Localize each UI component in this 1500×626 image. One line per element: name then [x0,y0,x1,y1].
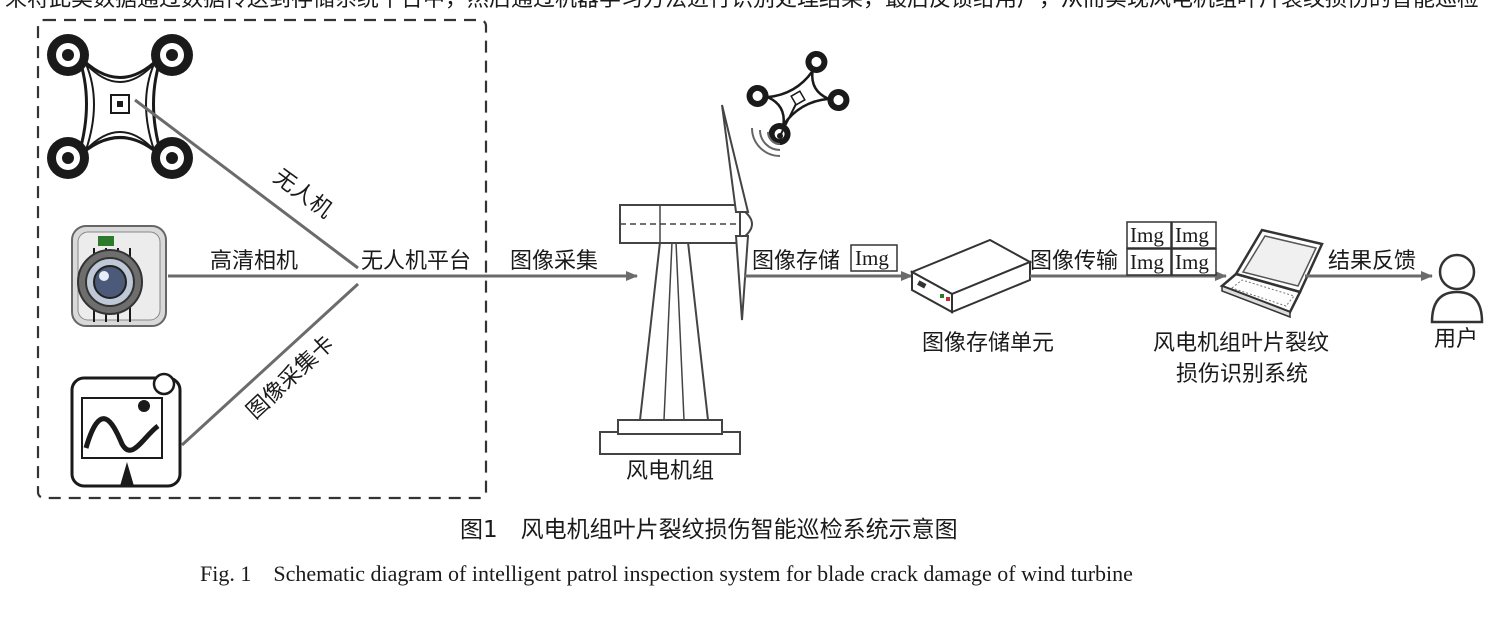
drone-label: 无人机 [268,165,336,224]
camera-label: 高清相机 [210,249,298,274]
capture-card-icon [70,372,182,488]
drone-camera-mount [779,103,797,137]
system-label-line1: 风电机组叶片裂纹 [1153,331,1329,356]
feedback-edge-label: 结果反馈 [1328,249,1416,274]
turbine-label: 风电机组 [626,459,714,484]
platform-label: 无人机平台 [361,249,471,274]
top-text-fragment: 来将此类数据通过数据传送到存储系统平台中，然后通过机器学习方法进行识别处理结果，… [5,0,1479,12]
user-icon [1430,253,1484,324]
drone-link [134,98,359,270]
flying-drone-icon [746,50,850,146]
img-tag: Img [1175,223,1209,247]
img-tag: Img [1130,223,1164,247]
img-tag: Img [855,246,889,270]
camera-icon [71,225,167,327]
storage-unit-icon [909,238,1033,314]
caption-en: Fig. 1 Schematic diagram of intelligent … [200,561,1133,586]
capture-card-link [180,282,360,447]
system-label-line2: 损伤识别系统 [1176,362,1308,387]
caption-zh: 图1 风电机组叶片裂纹损伤智能巡检系统示意图 [460,517,958,543]
user-label: 用户 [1434,327,1478,352]
img-tag-box [850,244,898,272]
capture-edge-label: 图像采集 [510,249,598,274]
storage-unit-label: 图像存储单元 [922,331,1054,356]
img-tag-grid: Img Img Img Img [1126,221,1217,276]
laptop-icon [1219,228,1324,319]
drone-icon [47,34,193,179]
wind-turbine-icon [599,104,753,455]
store-edge-label: 图像存储 [752,249,840,274]
img-tag: Img [1130,250,1164,274]
transfer-edge-label: 图像传输 [1030,249,1118,274]
signal-icon [751,127,783,157]
svg-text:来将此类数据通过数据传送到存储系统平台中，然后通过机器学习方: 来将此类数据通过数据传送到存储系统平台中，然后通过机器学习方法进行识别处理结果，… [5,0,1479,12]
img-tag: Img [1175,250,1209,274]
